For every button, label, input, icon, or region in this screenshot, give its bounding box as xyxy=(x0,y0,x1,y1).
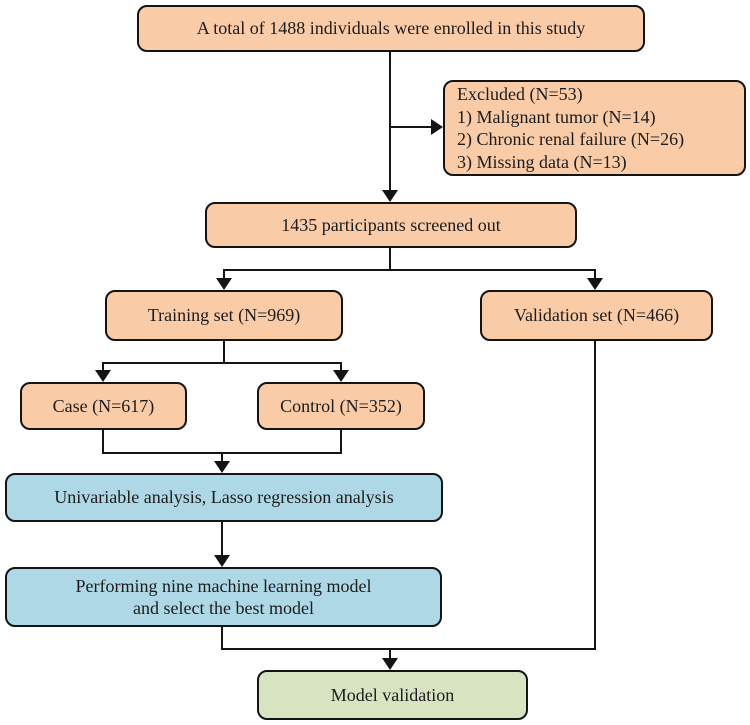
arrowhead-into-training xyxy=(216,278,232,290)
connector-screened-down xyxy=(389,248,391,271)
node-training-set: Training set (N=969) xyxy=(105,290,343,341)
connector-validation-long-down xyxy=(594,341,596,650)
node-excluded-line3: 2) Chronic renal failure (N=26) xyxy=(457,129,685,149)
arrowhead-into-screened xyxy=(382,190,398,202)
node-control: Control (N=352) xyxy=(257,382,425,430)
connector-split-to-case xyxy=(102,362,104,371)
connector-split-case-control-horizontal xyxy=(102,362,342,364)
node-machine-learning-line1: Performing nine machine learning model xyxy=(75,575,372,596)
node-enrolled: A total of 1488 individuals were enrolle… xyxy=(137,5,645,52)
connector-split-to-validation xyxy=(594,269,596,279)
connector-merge-final-horizontal xyxy=(221,648,596,650)
node-machine-learning-line2: and select the best model xyxy=(133,598,314,618)
arrowhead-into-validation xyxy=(587,278,603,290)
connector-control-down xyxy=(340,430,342,454)
node-validation-set: Validation set (N=466) xyxy=(480,290,713,341)
connector-univariable-to-ml xyxy=(221,522,223,556)
arrowhead-into-control xyxy=(333,370,349,382)
node-excluded-line1: Excluded (N=53) xyxy=(457,84,583,104)
node-enrolled-label: A total of 1488 individuals were enrolle… xyxy=(196,18,586,39)
node-screened: 1435 participants screened out xyxy=(205,202,577,248)
connector-ml-down xyxy=(221,627,223,650)
arrowhead-into-model-validation xyxy=(382,658,398,670)
node-screened-label: 1435 participants screened out xyxy=(281,214,501,235)
node-model-validation-label: Model validation xyxy=(330,684,455,705)
node-model-validation: Model validation xyxy=(257,670,528,720)
connector-enrolled-to-screened xyxy=(389,52,391,190)
node-case-label: Case (N=617) xyxy=(52,395,155,416)
node-validation-set-label: Validation set (N=466) xyxy=(513,305,680,326)
node-univariable-analysis: Univariable analysis, Lasso regression a… xyxy=(5,473,443,522)
node-univariable-analysis-label: Univariable analysis, Lasso regression a… xyxy=(54,487,394,508)
node-excluded-line4: 3) Missing data (N=13) xyxy=(457,151,627,172)
connector-split-train-valid-horizontal xyxy=(223,269,596,271)
arrowhead-into-univariable xyxy=(214,461,230,473)
node-excluded-line2: 1) Malignant tumor (N=14) xyxy=(457,106,656,127)
node-control-label: Control (N=352) xyxy=(280,395,402,416)
connector-final-down xyxy=(389,648,391,659)
connector-branch-to-excluded xyxy=(389,126,431,128)
node-machine-learning: Performing nine machine learning model a… xyxy=(5,567,442,627)
arrowhead-into-case xyxy=(95,370,111,382)
connector-case-down xyxy=(102,430,104,454)
node-case: Case (N=617) xyxy=(20,382,187,430)
arrowhead-into-excluded xyxy=(431,119,443,135)
node-training-set-label: Training set (N=969) xyxy=(147,305,301,326)
connector-merge-to-univariable xyxy=(221,452,223,463)
connector-split-to-training xyxy=(223,269,225,279)
arrowhead-into-ml xyxy=(214,555,230,567)
connector-training-down xyxy=(223,341,225,364)
connector-split-to-control xyxy=(340,362,342,371)
node-excluded: Excluded (N=53) 1) Malignant tumor (N=14… xyxy=(443,80,746,176)
